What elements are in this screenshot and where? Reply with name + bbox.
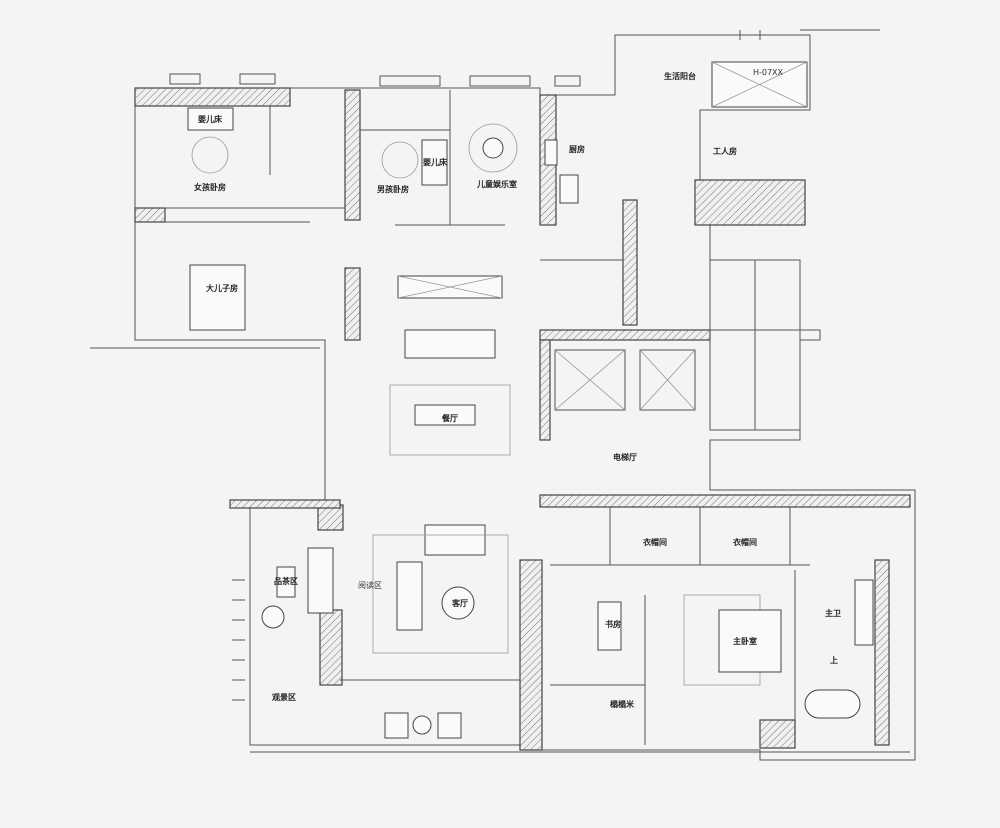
label-dining-room: 餐厅 <box>441 413 458 423</box>
label-maid-room: 工人房 <box>713 146 737 156</box>
label-girl-bedroom: 女孩卧房 <box>194 182 226 192</box>
label-tea-area: 品茶区 <box>274 576 298 586</box>
label-master-bedroom: 主卧室 <box>733 636 757 646</box>
label-kids-playroom: 儿童娱乐室 <box>476 179 517 189</box>
label-balcony-tag: H-07XX <box>753 68 784 77</box>
label-service-balcony: 生活阳台 <box>664 71 696 81</box>
label-living-room: 客厅 <box>451 598 468 608</box>
room-labels: 婴儿床 女孩卧房 男孩卧房 婴儿床 儿童娱乐室 厨房 生活阳台 H-07XX 工… <box>194 68 841 709</box>
label-crib-2: 婴儿床 <box>423 157 448 167</box>
label-eldest-son-room: 大儿子房 <box>206 283 238 293</box>
label-study: 书房 <box>605 619 621 629</box>
label-closet-1: 衣帽间 <box>643 537 667 547</box>
outer-walls <box>134 34 916 761</box>
label-tatami: 榻榻米 <box>610 699 635 709</box>
label-boy-bedroom: 男孩卧房 <box>377 184 409 194</box>
label-crib-1: 婴儿床 <box>198 114 223 124</box>
label-elevator-hall: 电梯厅 <box>613 452 637 462</box>
label-master-bath: 主卫 <box>825 608 841 618</box>
partitions <box>165 61 810 745</box>
furniture <box>187 107 874 739</box>
label-closet-2: 衣帽间 <box>733 537 757 547</box>
label-kitchen: 厨房 <box>569 144 585 154</box>
window-marks <box>90 29 910 753</box>
label-viewing-area: 观景区 <box>272 692 296 702</box>
label-reading-area: 阅读区 <box>358 580 382 590</box>
label-step-up: 上 <box>830 655 838 665</box>
